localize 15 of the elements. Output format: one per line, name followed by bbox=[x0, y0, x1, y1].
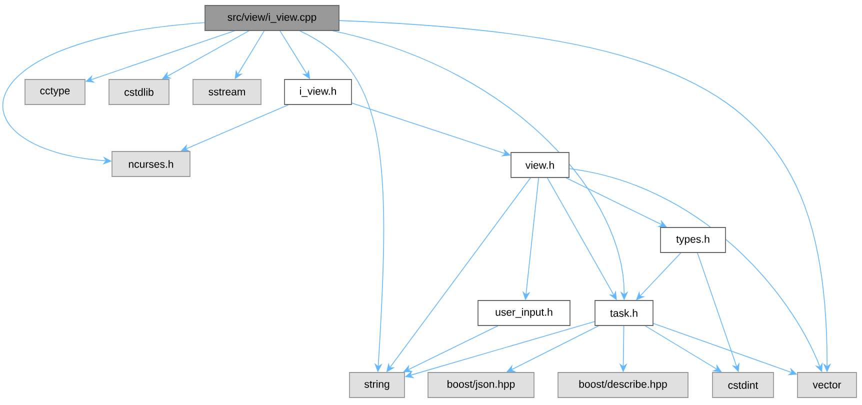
header-box: ncurses.h bbox=[112, 151, 190, 177]
header-box: string bbox=[349, 372, 405, 398]
header-box: cstdint bbox=[712, 372, 774, 398]
source-file-box: src/view/i_view.cpp bbox=[204, 5, 340, 31]
header-box: view.h bbox=[510, 152, 570, 178]
header-box: boost/json.hpp bbox=[428, 372, 534, 398]
header-box: types.h bbox=[660, 227, 726, 253]
header-box: cctype bbox=[24, 79, 86, 105]
header-box: i_view.h bbox=[284, 79, 352, 105]
header-box: cstdlib bbox=[108, 79, 170, 105]
header-box: sstream bbox=[192, 79, 262, 105]
header-box: boost/describe.hpp bbox=[558, 372, 688, 398]
header-box: vector bbox=[797, 372, 857, 398]
header-box: task.h bbox=[594, 300, 654, 326]
header-box: user_input.h bbox=[478, 300, 570, 326]
